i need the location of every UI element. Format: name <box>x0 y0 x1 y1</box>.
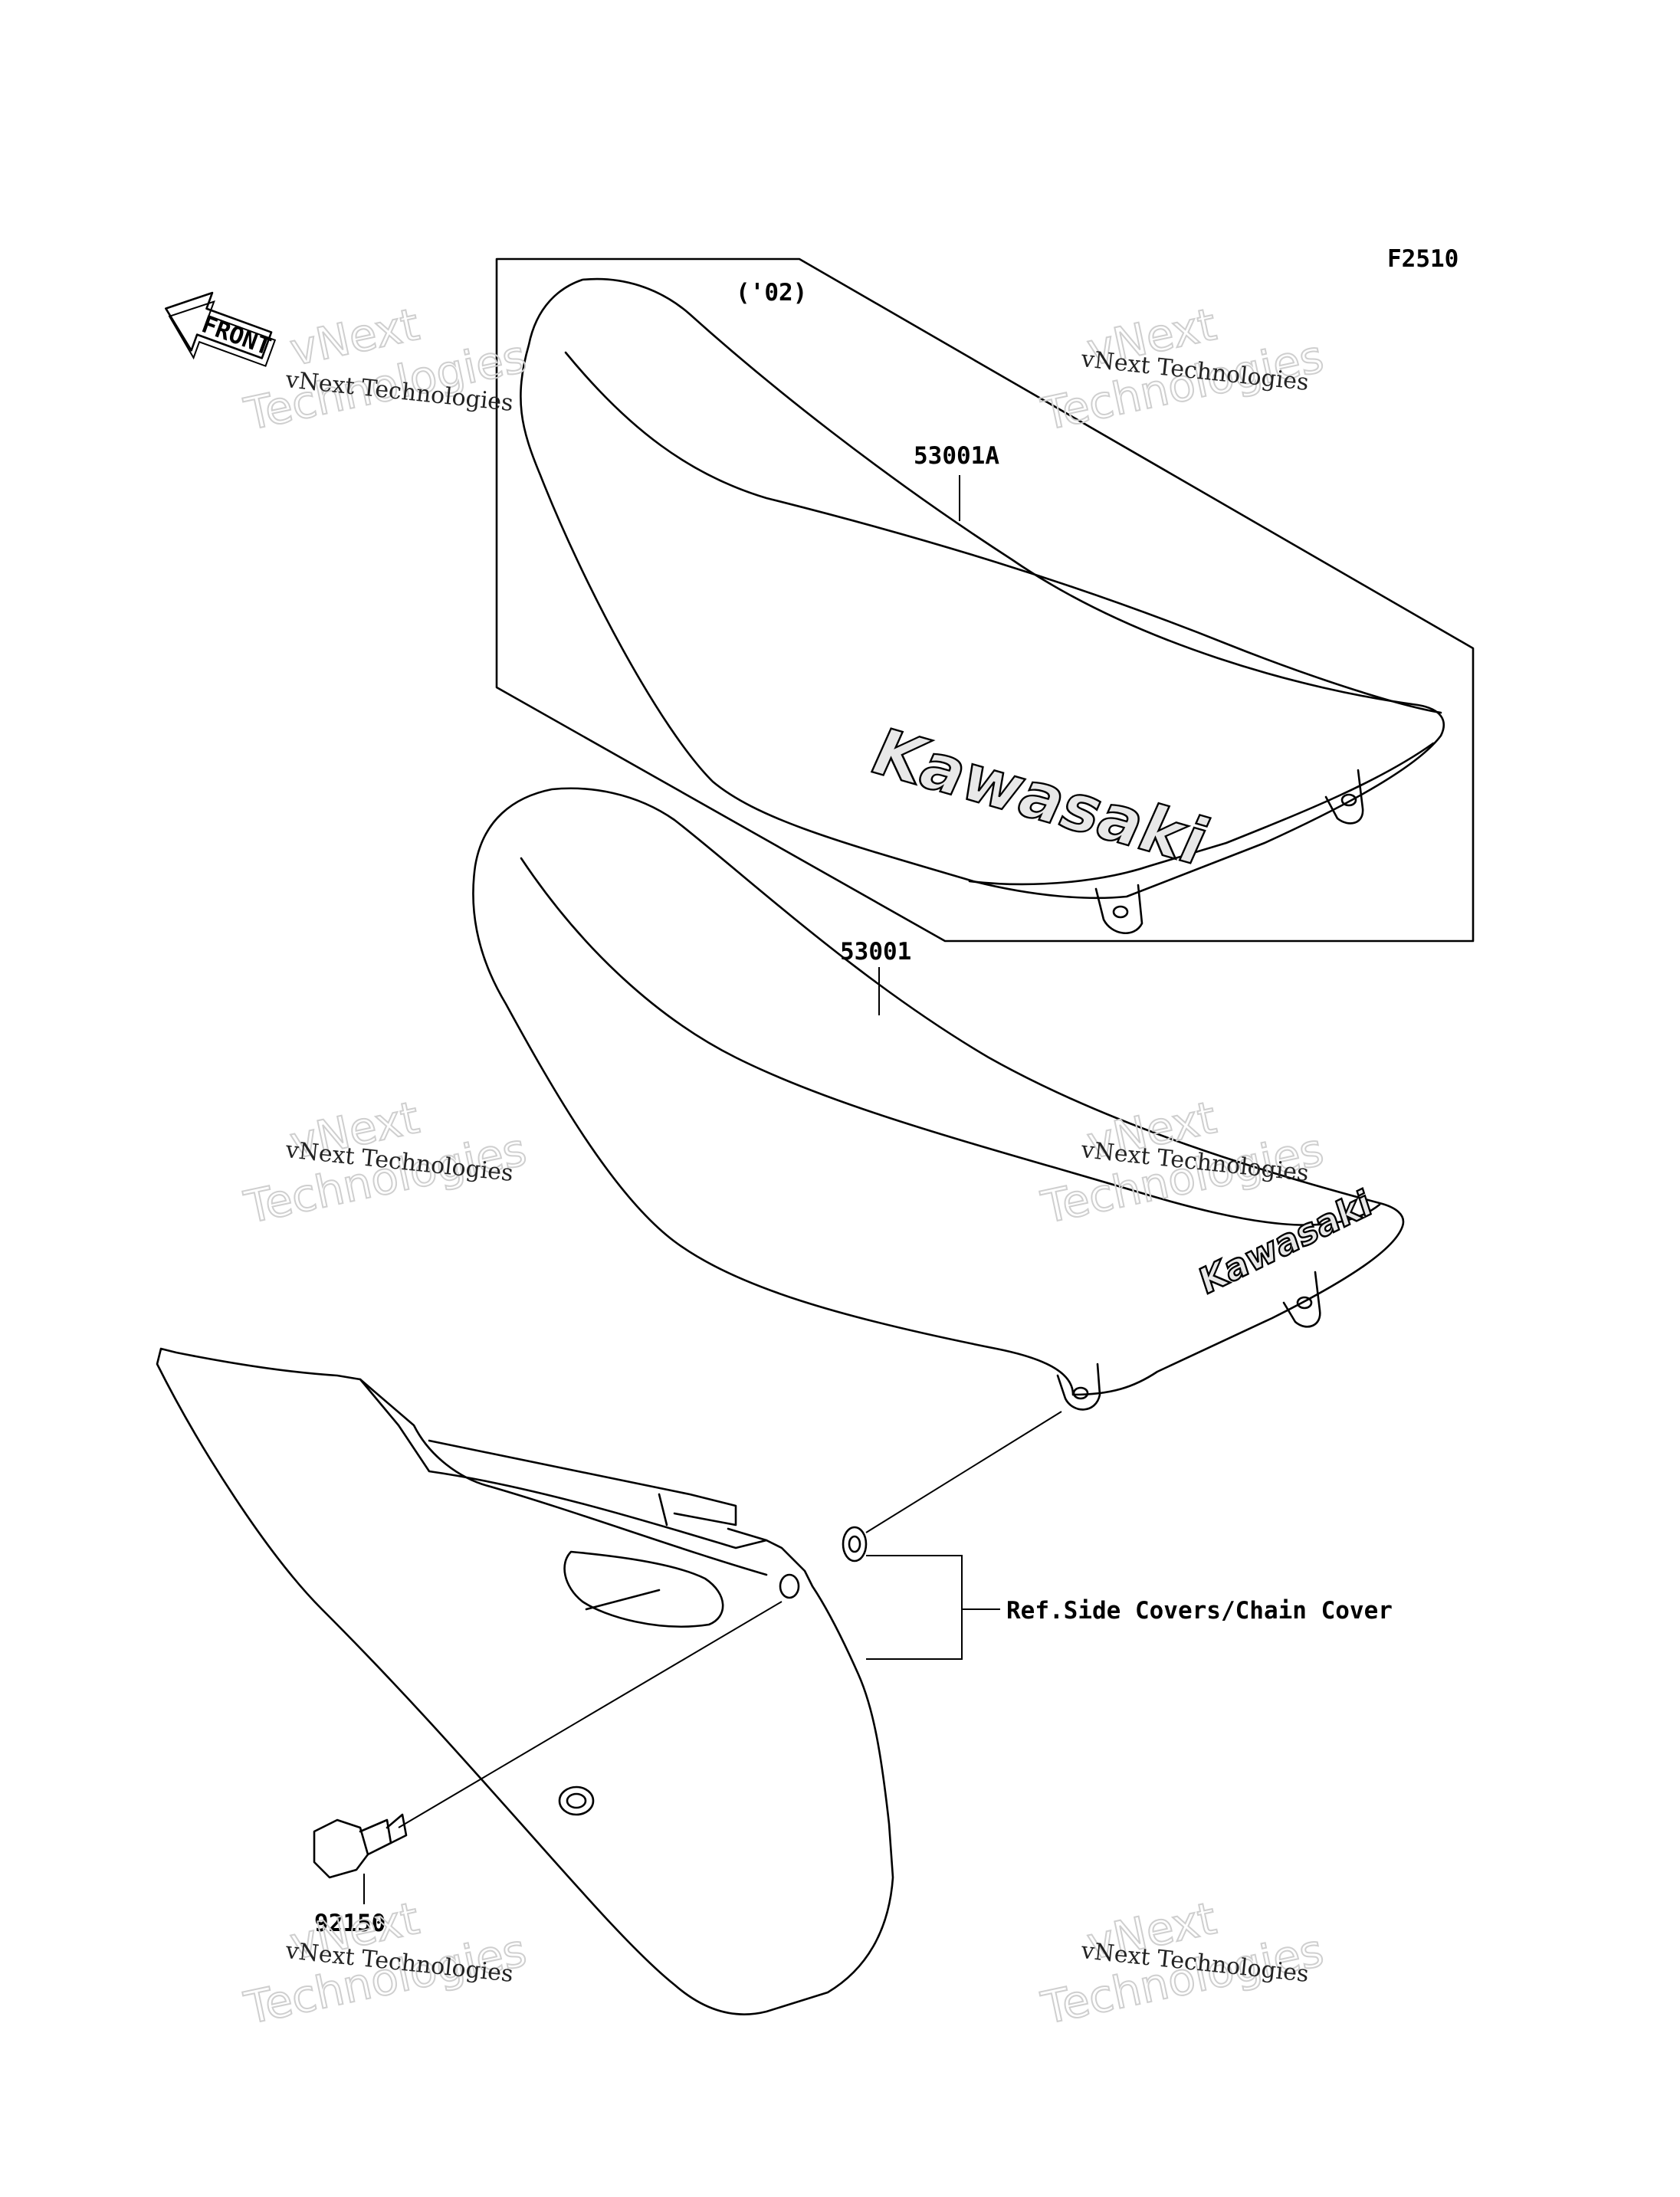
bolt-92150 <box>313 1813 408 1904</box>
seat-53001: Kawasaki <box>472 787 1405 1411</box>
side-cover <box>156 1347 894 2015</box>
front-label: FRONT <box>198 310 274 361</box>
watermark-group: vNext Technologies vNext Technologies vN… <box>239 297 1329 2035</box>
brand-logo-upper: Kawasaki <box>860 715 1220 878</box>
part-label-92150: 92150 <box>314 1910 386 1937</box>
part-label-53001: 53001 <box>840 938 911 966</box>
year-note: ('02) <box>736 279 807 307</box>
figure-code: F2510 <box>1387 245 1459 273</box>
brand-logo-lower: Kawasaki <box>1195 1182 1376 1303</box>
part-label-53001a: 53001A <box>914 442 999 470</box>
seat-53001a-box <box>495 257 1475 943</box>
reference-label: Ref.Side Covers/Chain Cover <box>1006 1597 1393 1625</box>
front-arrow-icon: FRONT <box>165 291 277 367</box>
grommet <box>842 1526 868 1562</box>
